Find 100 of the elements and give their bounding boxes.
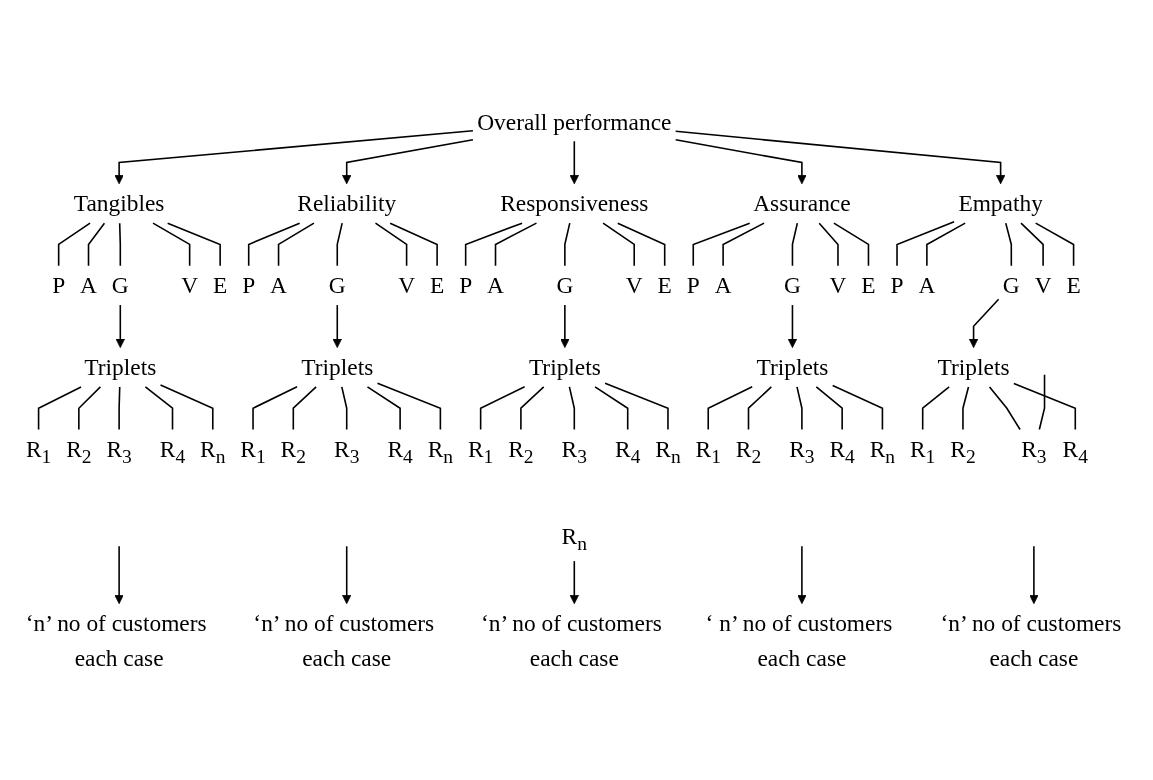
connector xyxy=(118,386,121,431)
node-text: A xyxy=(487,272,504,299)
node-text: E xyxy=(429,272,445,299)
node-text: ‘ n’ no of customers each case xyxy=(705,610,893,672)
node-text: R$_{4}$ xyxy=(387,435,413,468)
node-text: E xyxy=(1066,272,1081,299)
node-text: A xyxy=(714,272,732,299)
arrow xyxy=(569,140,579,185)
node-text: R$_{2}$ xyxy=(735,435,762,468)
connector xyxy=(616,222,666,267)
node-text: Tangibles xyxy=(73,190,165,217)
connector xyxy=(247,222,301,267)
node-text: A xyxy=(80,272,97,299)
node-text: P xyxy=(52,272,66,299)
connector xyxy=(78,386,102,431)
node-text: R$_{3}$ xyxy=(334,435,360,468)
connector xyxy=(568,386,576,431)
connector xyxy=(464,222,523,267)
arrow xyxy=(787,304,798,348)
node-text: E xyxy=(212,272,228,299)
arrow xyxy=(342,139,474,185)
node-text: R$_{n}$ xyxy=(427,435,454,468)
node-text: V xyxy=(1034,272,1052,299)
connector xyxy=(366,386,401,431)
connector xyxy=(252,386,298,431)
connector xyxy=(520,386,545,431)
connector xyxy=(791,222,799,267)
node-text: R$_{3}$ xyxy=(1021,435,1047,468)
node-text: R$_{4}$ xyxy=(1062,435,1088,468)
node-text: R$_{2}$ xyxy=(950,435,976,468)
connector xyxy=(921,386,950,431)
connector xyxy=(87,222,106,267)
node-text: R$_{n}$ xyxy=(561,522,587,555)
connector xyxy=(152,222,191,267)
connector xyxy=(118,222,122,267)
node-text: G xyxy=(1002,272,1020,299)
connector xyxy=(831,384,884,431)
connector xyxy=(896,221,955,267)
node-text: ‘n’ no of customers each case xyxy=(480,610,662,672)
node-text: R$_{n}$ xyxy=(200,435,226,468)
connector xyxy=(818,222,839,267)
node-text: R$_{1}$ xyxy=(25,435,52,468)
node-text: R$_{n}$ xyxy=(869,435,896,468)
node-text: R$_{1}$ xyxy=(240,435,266,468)
node-text: Assurance xyxy=(753,190,851,217)
connector xyxy=(159,384,214,431)
connector xyxy=(292,386,317,431)
connector xyxy=(494,222,538,267)
node-text: R$_{4}$ xyxy=(829,435,855,468)
arrow xyxy=(674,139,807,185)
node-text: P xyxy=(686,272,700,299)
connector xyxy=(1038,373,1046,431)
node-text: R$_{2}$ xyxy=(280,435,306,468)
arrow xyxy=(1029,545,1039,605)
connector xyxy=(962,386,970,431)
node-text: Reliability xyxy=(297,190,397,217)
node-text: R$_{3}$ xyxy=(106,435,132,468)
node-text: Triplets xyxy=(301,353,374,381)
connector xyxy=(166,222,221,267)
connector xyxy=(988,386,1021,431)
node-text: G xyxy=(111,272,129,299)
node-text: R$_{1}$ xyxy=(467,435,494,468)
connector xyxy=(722,222,765,267)
node-text: V xyxy=(829,272,847,299)
arrow xyxy=(968,298,1000,348)
node-text: R$_{4}$ xyxy=(615,435,641,468)
arrow xyxy=(114,129,474,185)
arrow xyxy=(797,545,807,605)
arrow xyxy=(332,304,342,348)
node-text: ‘n’ no of customers each case xyxy=(940,610,1122,672)
arrow xyxy=(342,545,352,605)
node-text: R$_{1}$ xyxy=(910,435,936,468)
node-text: ‘n’ no of customers each case xyxy=(253,610,435,672)
node-text: A xyxy=(270,272,288,299)
connector xyxy=(747,386,773,431)
node-text: R$_{n}$ xyxy=(655,435,681,468)
connector xyxy=(57,222,91,267)
connector xyxy=(604,382,669,431)
node-text: V xyxy=(625,272,643,299)
node-text: Triplets xyxy=(937,353,1010,381)
arrow xyxy=(114,545,124,605)
node-text: P xyxy=(242,272,256,299)
node-text: P xyxy=(459,272,473,299)
node-text: R$_{4}$ xyxy=(159,435,186,468)
node-text: R$_{1}$ xyxy=(695,435,721,468)
node-text: V xyxy=(181,272,199,299)
connector xyxy=(376,382,442,431)
arrow xyxy=(560,304,570,348)
connector xyxy=(926,222,966,267)
node-text: A xyxy=(918,272,936,299)
node-text: Responsiveness xyxy=(500,190,649,217)
connector xyxy=(692,222,751,267)
node-text: Triplets xyxy=(756,353,829,381)
connector xyxy=(1020,222,1044,267)
arrow xyxy=(674,130,1006,185)
node-text: Overall performance xyxy=(477,108,672,135)
connector xyxy=(602,222,635,267)
connector xyxy=(144,386,174,431)
arrow xyxy=(115,304,125,348)
node-text: V xyxy=(398,272,416,299)
